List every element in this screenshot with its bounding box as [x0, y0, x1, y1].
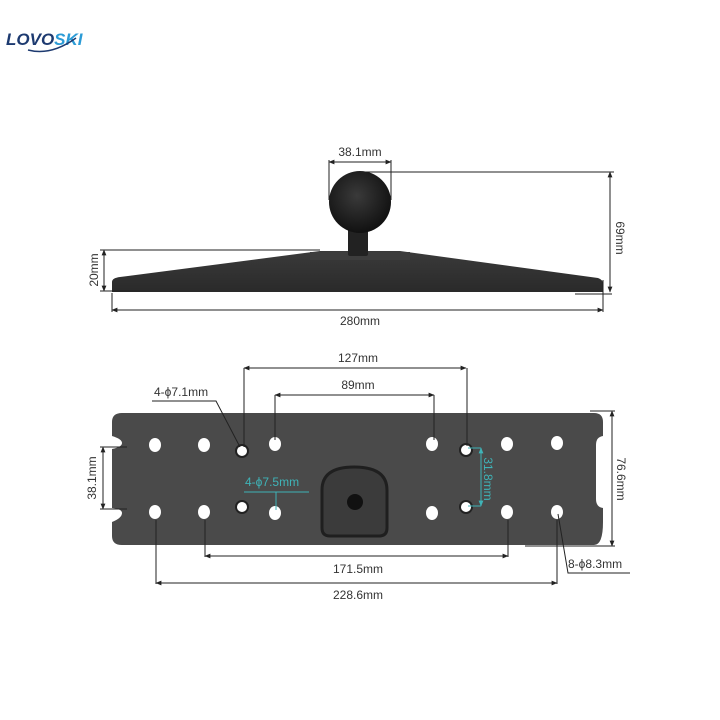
- hole-callout-8-3: 8-ϕ8.3mm: [568, 557, 622, 571]
- logo-swoosh-icon: [27, 37, 77, 53]
- spacing-228-label: 228.6mm: [333, 588, 383, 602]
- side-view: 38.1mm 69mm 20mm 280mm: [87, 145, 627, 328]
- spacing-127-label: 127mm: [338, 351, 378, 365]
- spacing-89-label: 89mm: [341, 378, 374, 392]
- logo-text-part2: SKI: [54, 30, 83, 49]
- slot-spacing-label: 38.1mm: [85, 456, 99, 499]
- hole-pattern: [149, 436, 563, 520]
- ball-diameter-label: 38.1mm: [338, 145, 381, 159]
- base-plate-side: [112, 251, 604, 292]
- hole-callout-7-1: 4-ϕ7.1mm: [154, 385, 208, 399]
- ball-mount: [329, 171, 391, 233]
- brand-logo: LOVOSKI: [6, 26, 83, 56]
- spacing-171-label: 171.5mm: [333, 562, 383, 576]
- hole-callout-7-5: 4-ϕ7.5mm: [245, 475, 299, 489]
- total-length-label: 280mm: [340, 314, 380, 328]
- total-height-label: 69mm: [613, 221, 627, 254]
- logo-text-part1: LOVO: [6, 30, 55, 49]
- base-height-label: 20mm: [87, 253, 101, 286]
- center-hole: [347, 494, 363, 510]
- plate-width-label: 76.6mm: [614, 457, 628, 500]
- top-view: 127mm 89mm 4-ϕ7.1mm 4-ϕ7.5mm 31.8mm 38.1…: [85, 351, 630, 602]
- vertical-spacing-label: 31.8mm: [481, 457, 495, 500]
- ball-stem: [348, 228, 368, 256]
